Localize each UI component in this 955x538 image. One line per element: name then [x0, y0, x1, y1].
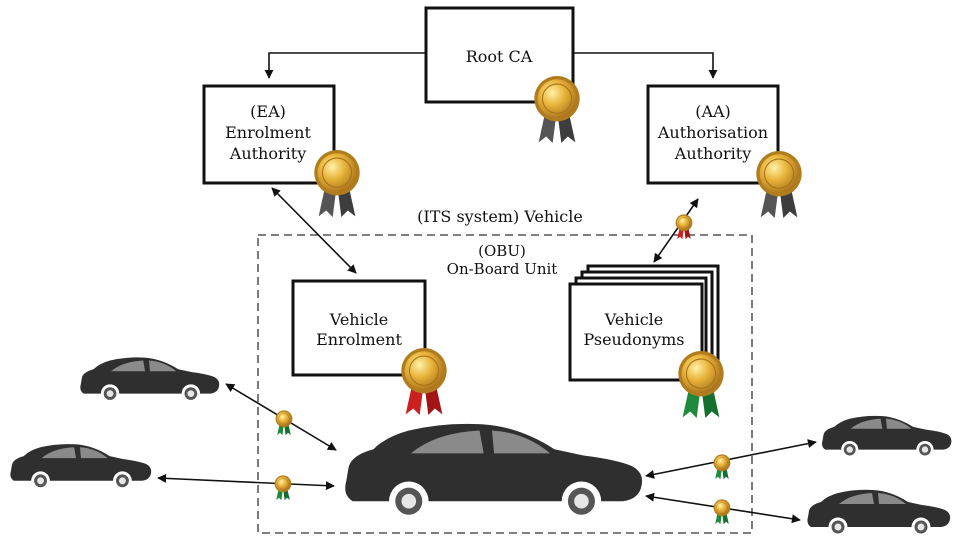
root-ca-seal-icon [533, 75, 581, 144]
aa-pseudonym-small-seal-icon [675, 214, 693, 240]
obu-label-abbrev: (OBU) [478, 242, 526, 260]
pseudonyms-cert-box [568, 282, 704, 382]
enrolment-cert-line2: Enrolment [316, 330, 402, 349]
vehicle-bottom-right-icon [807, 489, 951, 537]
v2v-arrow-top-right [645, 439, 817, 479]
ea-label-line2: Enrolment [225, 123, 311, 142]
root-ca-box [424, 6, 575, 104]
aa-seal-icon [755, 150, 803, 219]
obu-label-name: On-Board Unit [447, 260, 558, 278]
enrolment-seal-icon [400, 347, 448, 416]
aa-label-abbrev: (AA) [695, 102, 731, 121]
ea-label-abbrev: (EA) [250, 102, 286, 121]
aa-label-line3: Authority [674, 144, 751, 163]
root-ca-label: Root CA [466, 47, 533, 66]
ea-enrolment-arrow [271, 187, 357, 274]
root-to-aa-arrow [573, 52, 718, 79]
aa-box [646, 84, 780, 185]
its-system-label: (ITS system) Vehicle [417, 207, 583, 226]
enrolment-cert-line1: Vehicle [329, 310, 389, 329]
root-to-ea-arrow [264, 52, 426, 79]
ea-label-line3: Authority [229, 144, 306, 163]
v2v-seal-top-left-icon [275, 410, 293, 436]
vehicle-top-right-icon [822, 415, 952, 459]
pseudonyms-cert-line2: Pseudonyms [584, 330, 685, 349]
aa-label-line2: Authorisation [657, 123, 768, 142]
enrolment-cert-box [291, 279, 427, 377]
v2v-arrow-bottom-left [157, 473, 335, 491]
ea-seal-icon [313, 149, 361, 218]
vehicle-top-left-icon [80, 357, 220, 403]
aa-pseudonyms-arrow [653, 198, 699, 263]
pseudonyms-cert-line1: Vehicle [604, 310, 664, 329]
vehicle-bottom-left-icon [10, 444, 152, 491]
pseudonyms-seal-icon [677, 350, 725, 419]
v2v-seal-top-right-icon [713, 454, 731, 480]
main-vehicle-icon [345, 423, 643, 521]
v2v-seal-bottom-right-icon [713, 499, 731, 525]
v2v-seal-bottom-left-icon [274, 475, 292, 501]
ea-box [202, 84, 336, 185]
